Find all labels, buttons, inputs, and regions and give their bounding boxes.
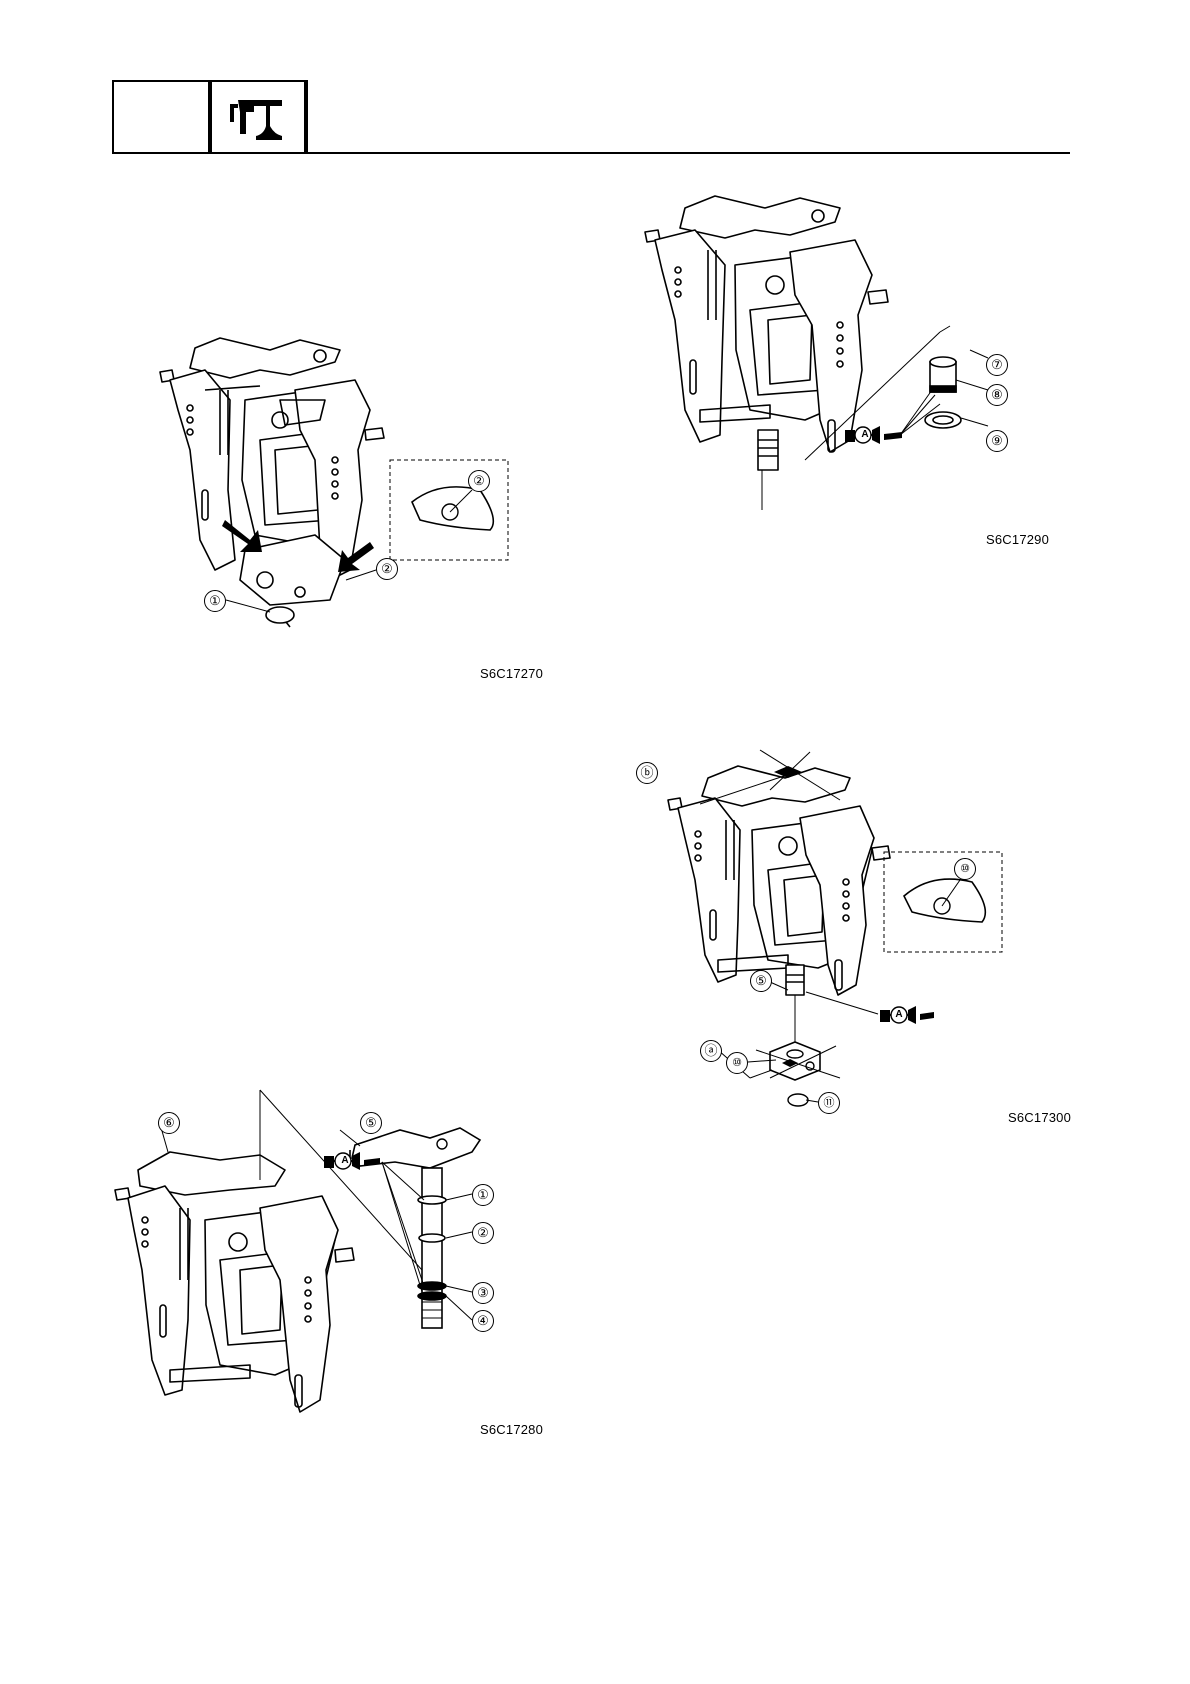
callout-2: ②	[472, 1222, 494, 1244]
callout-5: ⑤	[360, 1112, 382, 1134]
header-rule	[112, 152, 1070, 154]
callout-4: ④	[472, 1310, 494, 1332]
bracket-unit-icon	[210, 82, 306, 154]
figure-2: A ⑦ ⑧ ⑨ S6C17290	[640, 190, 1090, 550]
callout-2-inset: ②	[468, 470, 490, 492]
callout-11: ⑪	[818, 1092, 840, 1114]
lube-mark-a: A	[334, 1152, 356, 1170]
callout-10-inset: ⑩	[954, 858, 976, 880]
callout-1: ①	[472, 1184, 494, 1206]
figure-code: S6C17270	[480, 666, 543, 681]
header-blank-box	[112, 80, 212, 154]
callout-5: ⑤	[750, 970, 772, 992]
callout-2: ②	[376, 558, 398, 580]
bracket-assembly-drawing	[150, 330, 550, 700]
figure-code: S6C17290	[986, 532, 1049, 547]
figure-3: ⑥ ⑤ ① ② ③ ④ A S6C17280	[110, 1090, 550, 1450]
figure-1: ① ② ② S6C17270	[150, 330, 550, 700]
header-divider	[304, 80, 306, 152]
figure-4: ⓑ ⑩ ⑤ ⑩ ⓐ ⑪ A S6C17300	[660, 760, 1100, 1130]
bracket-assembly-drawing	[660, 760, 1100, 1130]
lube-mark-a: A	[854, 426, 876, 444]
callout-9: ⑨	[986, 430, 1008, 452]
callout-8: ⑧	[986, 384, 1008, 406]
callout-a: ⓐ	[700, 1040, 722, 1062]
header-icon-box	[208, 80, 308, 154]
bracket-assembly-drawing	[110, 1090, 550, 1450]
bracket-assembly-drawing	[640, 190, 1090, 550]
page-header	[112, 80, 1070, 154]
callout-3: ③	[472, 1282, 494, 1304]
callout-b: ⓑ	[636, 762, 658, 784]
callout-1: ①	[204, 590, 226, 612]
callout-6: ⑥	[158, 1112, 180, 1134]
figure-code: S6C17300	[1008, 1110, 1071, 1125]
lube-mark-a: A	[888, 1006, 910, 1024]
callout-10: ⑩	[726, 1052, 748, 1074]
callout-7: ⑦	[986, 354, 1008, 376]
figure-code: S6C17280	[480, 1422, 543, 1437]
